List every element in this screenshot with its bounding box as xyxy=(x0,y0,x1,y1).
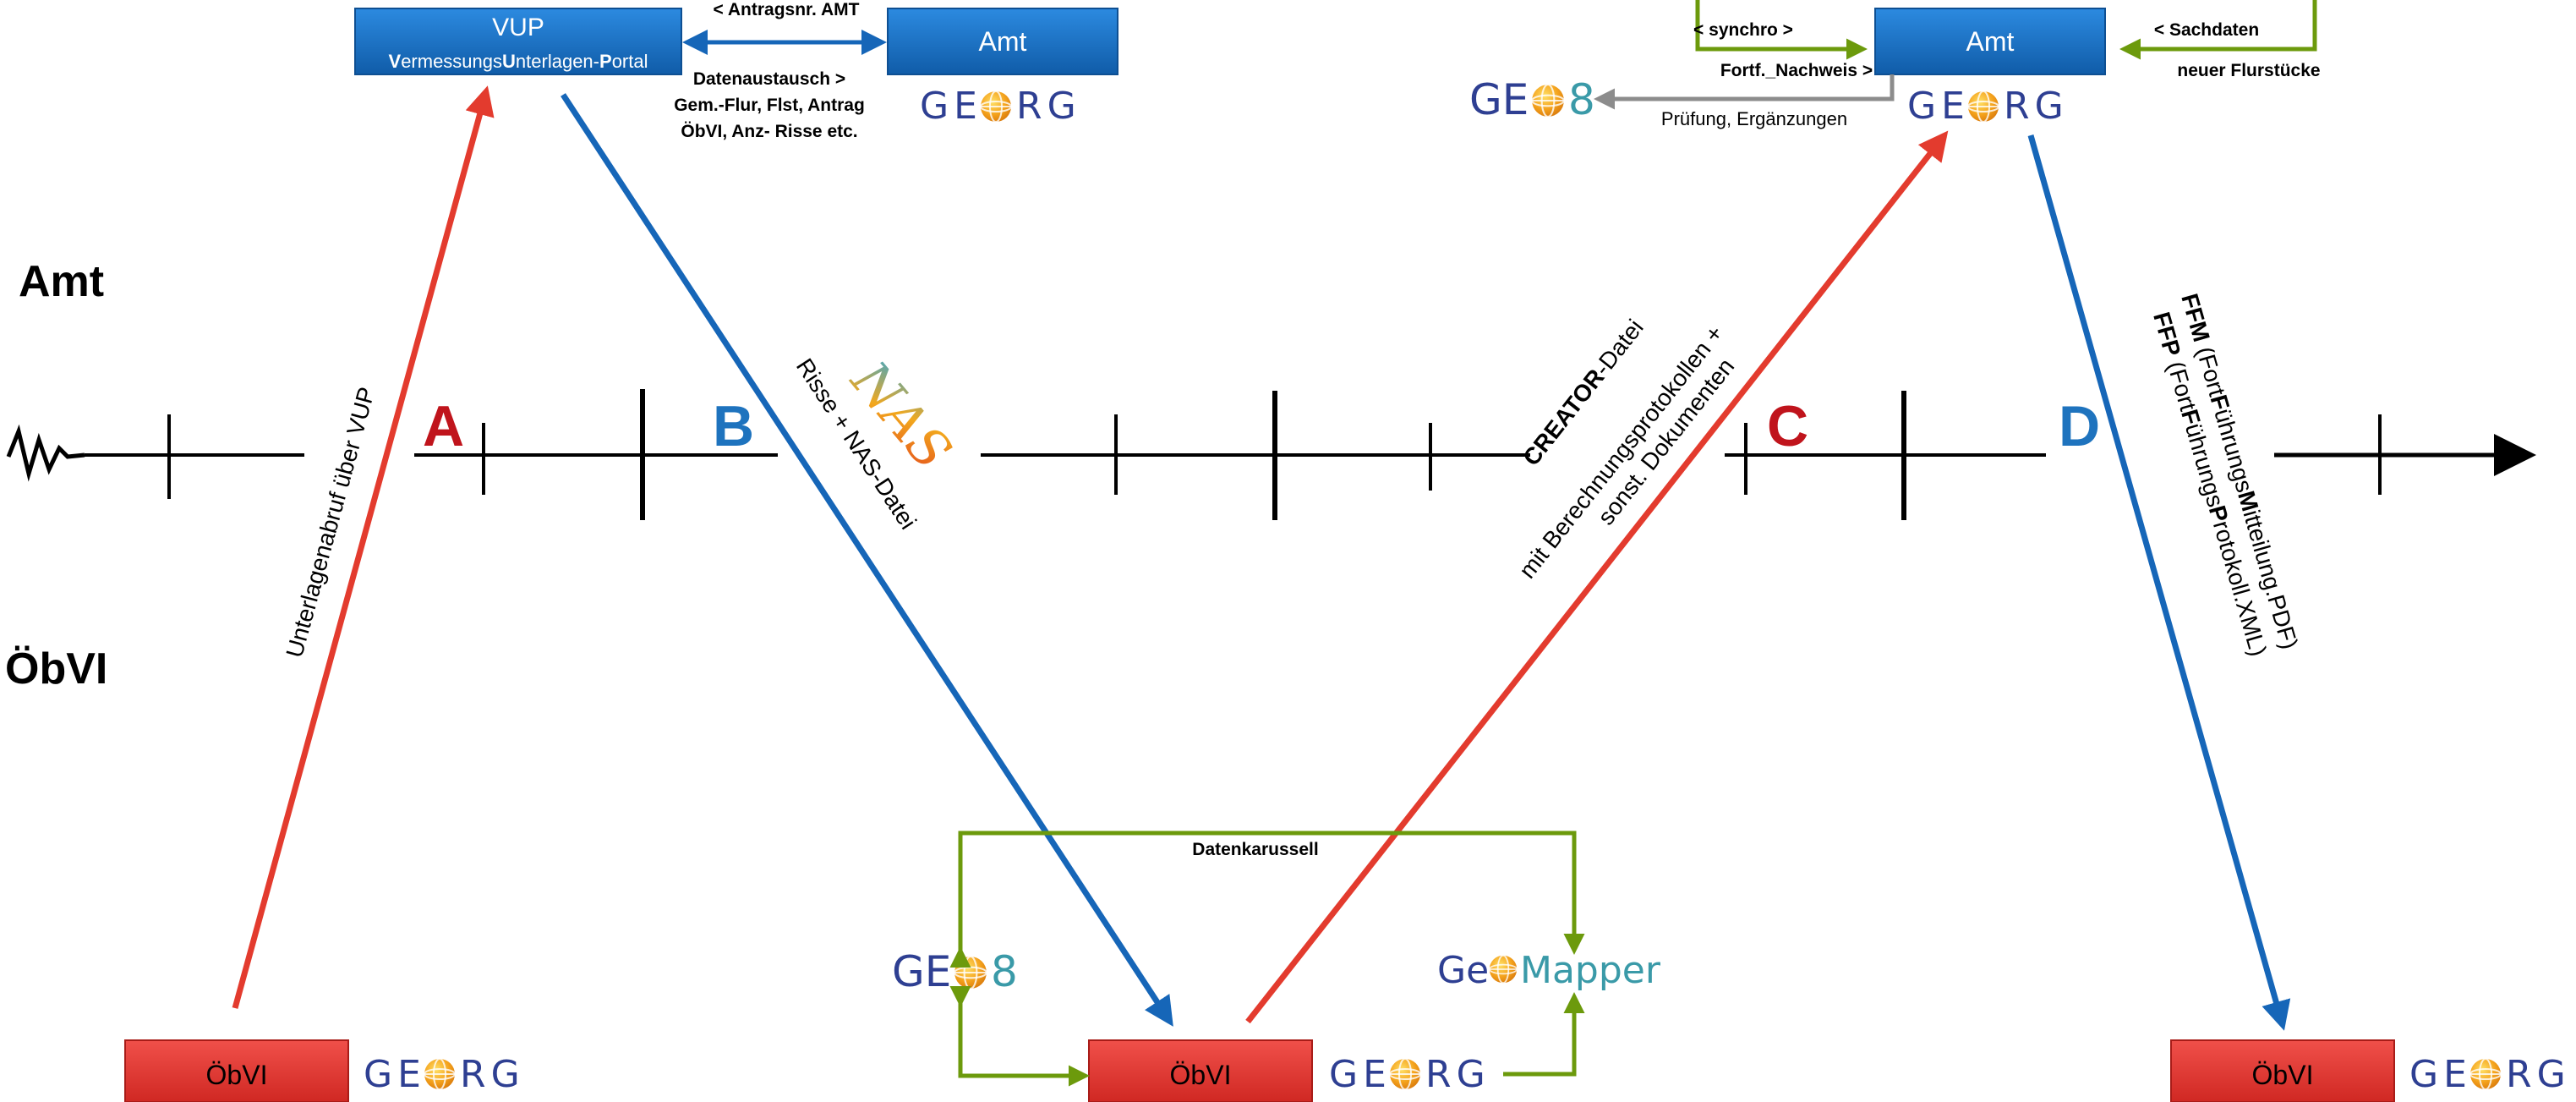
geomapper-logo: Ge Mapper xyxy=(1437,949,1661,992)
phase-b: B xyxy=(713,394,754,458)
svg-text:RG: RG xyxy=(1425,1053,1490,1096)
label-fortf-nachweis: Fortf._Nachweis > xyxy=(1720,61,1873,80)
arrow-b-blue xyxy=(561,93,1173,1027)
amt-box-left-label: Amt xyxy=(979,26,1027,57)
georg-logo: GE RG xyxy=(364,1053,525,1096)
amt-box-left: Amt xyxy=(887,8,1118,75)
karussell-top xyxy=(949,831,1585,968)
obvi-box-left: ÖbVI xyxy=(124,1039,349,1102)
georg-logo: GE RG xyxy=(920,85,1081,128)
arrow-a-red xyxy=(232,85,495,1009)
georg-logo: GE RG xyxy=(1907,85,2069,128)
phase-a: A xyxy=(423,394,464,458)
geo8-logo: GE 8 xyxy=(1469,75,1595,124)
svg-text:RG: RG xyxy=(460,1053,525,1096)
amt-box-right: Amt xyxy=(1874,8,2106,75)
datenkarussell-loop xyxy=(949,831,1585,1087)
svg-text:GE: GE xyxy=(1329,1053,1392,1096)
svg-text:RG: RG xyxy=(2004,85,2069,128)
svg-text:Ge: Ge xyxy=(1437,949,1489,992)
svg-text:8: 8 xyxy=(991,947,1018,996)
obvi-box-right: ÖbVI xyxy=(2170,1039,2395,1102)
arrow-d-blue xyxy=(2027,134,2291,1031)
svg-text:GE: GE xyxy=(1907,85,1970,128)
label-sachdaten: < Sachdaten xyxy=(2154,20,2259,40)
obvi-box-center-label: ÖbVI xyxy=(1170,1060,1232,1090)
geo8-logo: GE 8 xyxy=(892,947,1018,996)
sachdaten-loop xyxy=(2119,0,2317,60)
label-obvi-risse: ÖbVI, Anz- Risse etc. xyxy=(681,122,857,141)
phase-d: D xyxy=(2059,394,2100,458)
label-neuer-flurstuecke: neuer Flurstücke xyxy=(2177,61,2320,80)
label-synchro: < synchro > xyxy=(1693,20,1793,40)
karussell-left xyxy=(949,986,1090,1087)
timeline-start-zigzag xyxy=(6,424,85,482)
phase-c: C xyxy=(1767,394,1808,458)
svg-text:RG: RG xyxy=(1016,85,1081,128)
label-pruefung: Prüfung, Ergänzungen xyxy=(1661,108,1847,129)
label-datenaustausch: Datenaustausch > xyxy=(693,69,845,89)
svg-text:GE: GE xyxy=(364,1053,426,1096)
arrow-c-red xyxy=(1245,130,1949,1024)
svg-text:Mapper: Mapper xyxy=(1520,949,1661,992)
timeline xyxy=(6,389,2536,520)
row-label-obvi: ÖbVI xyxy=(5,644,107,694)
svg-text:8: 8 xyxy=(1568,75,1595,124)
georg-logo: GE RG xyxy=(1329,1053,1490,1096)
obvi-box-center: ÖbVI xyxy=(1088,1039,1313,1102)
obvi-box-right-label: ÖbVI xyxy=(2252,1060,2314,1090)
svg-text:GE: GE xyxy=(892,947,951,996)
obvi-box-left-label: ÖbVI xyxy=(206,1060,268,1090)
label-gem-flur: Gem.-Flur, Flst, Antrag xyxy=(674,96,865,115)
label-antragsnr: < Antragsnr. AMT xyxy=(714,0,860,19)
svg-text:GE: GE xyxy=(920,85,982,128)
synchro-loop xyxy=(1695,0,1868,60)
svg-text:RG: RG xyxy=(2506,1053,2571,1096)
label-datenkarussell: Datenkarussell xyxy=(1192,840,1318,859)
vup-box: VUP VermessungsUnterlagen-Portal xyxy=(354,8,682,75)
karussell-right xyxy=(1503,992,1585,1077)
vup-subtitle: VermessungsUnterlagen-Portal xyxy=(389,51,648,72)
svg-text:GE: GE xyxy=(1469,75,1529,124)
amt-box-right-label: Amt xyxy=(1966,26,2015,57)
vup-title: VUP xyxy=(492,14,544,41)
georg-logo: GE RG xyxy=(2409,1053,2571,1096)
arrow-pruefung xyxy=(1594,74,1895,110)
svg-text:GE: GE xyxy=(2409,1053,2472,1096)
row-label-amt: Amt xyxy=(19,257,104,306)
